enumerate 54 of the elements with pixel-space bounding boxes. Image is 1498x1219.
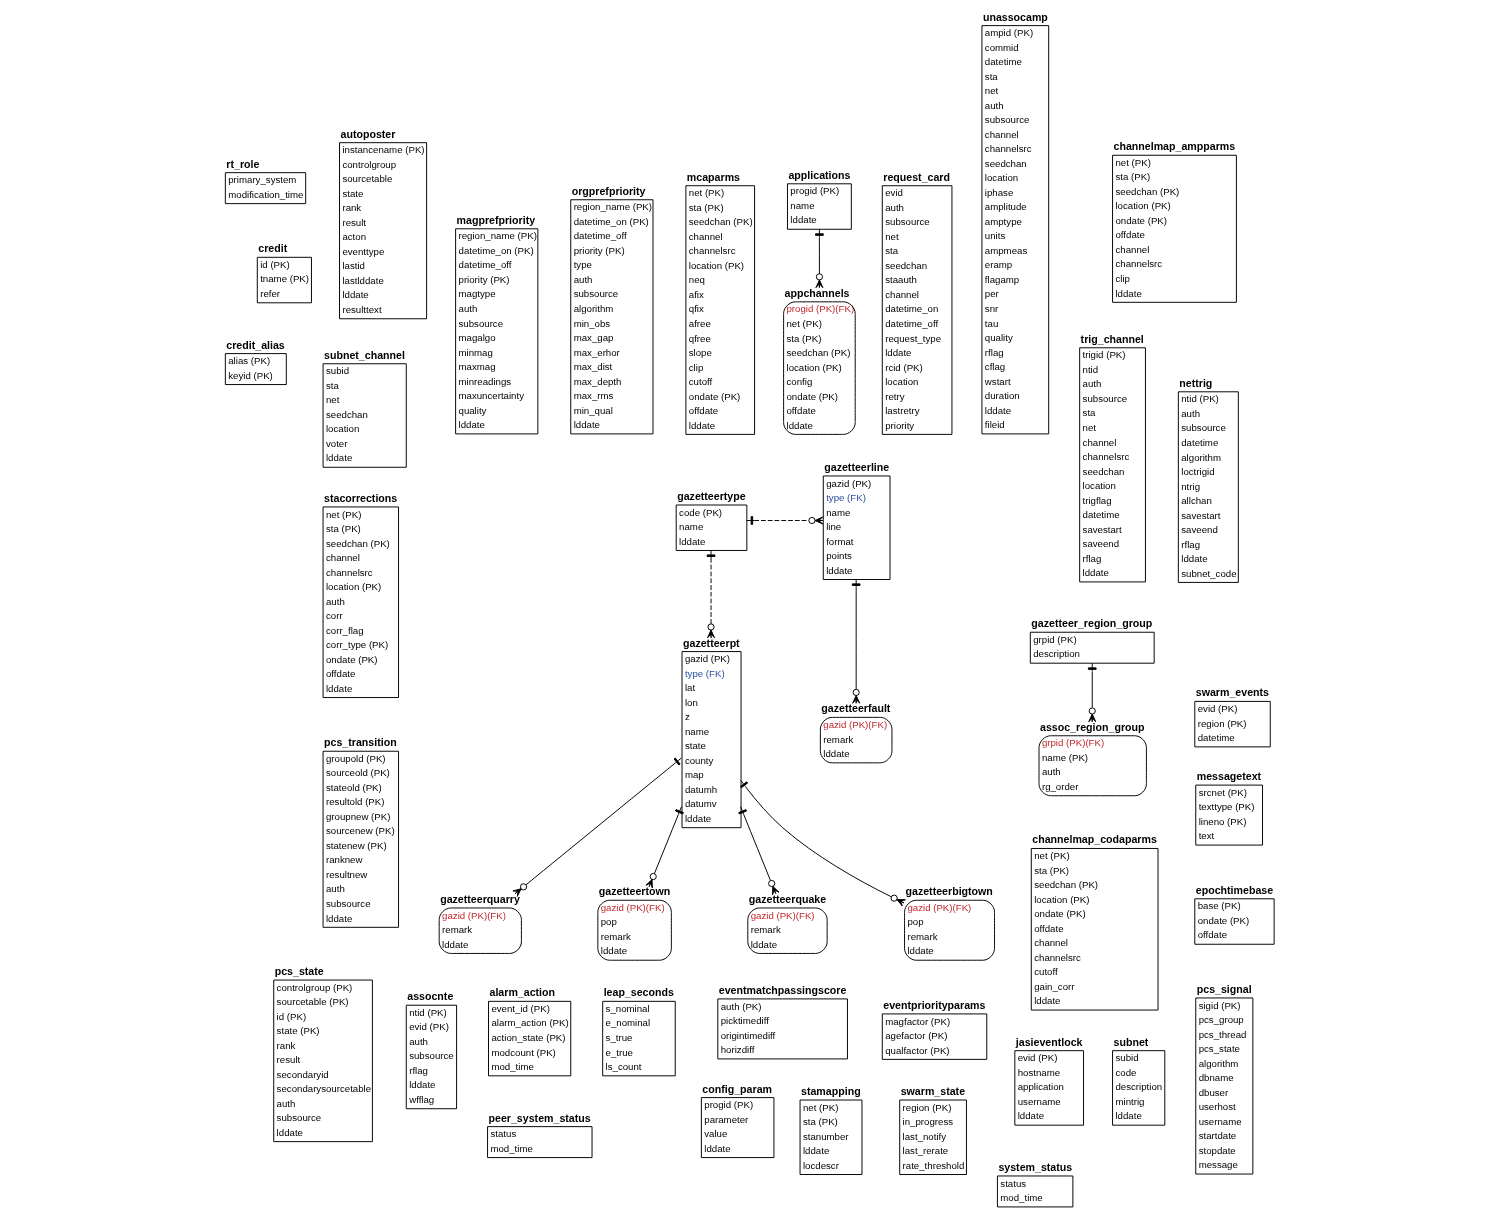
node-label: gazetteerfault [820, 702, 890, 715]
node-label: alarm_action [488, 986, 555, 999]
node-label: unassocamp [982, 10, 1048, 23]
connector [851, 578, 861, 704]
node-label: credit_alias [225, 338, 285, 351]
node-label: magprefpriority [456, 213, 535, 226]
node-label: config_param [701, 1082, 772, 1095]
connector [706, 549, 715, 639]
node-label: gazetteerline [823, 460, 889, 473]
node-label: pcs_transition [323, 736, 397, 749]
node-label: epochtimebase [1195, 883, 1273, 896]
node-label: gazetteerquarry [439, 892, 520, 905]
node-label: system_status [997, 1160, 1072, 1173]
node-label: gazetteerpt [682, 636, 740, 649]
node-label: gazetteerbigtown [905, 885, 993, 898]
node-label: stamapping [800, 1084, 861, 1097]
node-label: orgprefpriority [571, 184, 646, 197]
node-label: peer_system_status [488, 1111, 591, 1124]
node-label: gazetteerquake [748, 892, 826, 905]
node-label: swarm_events [1195, 686, 1269, 699]
node-label: gazetteertown [598, 885, 670, 898]
connector [511, 757, 682, 897]
node-label: trig_channel [1080, 332, 1144, 345]
node-label: mcaparms [686, 170, 740, 183]
node-label: autoposter [339, 127, 395, 140]
connector [814, 228, 824, 289]
node-label: applications [787, 168, 850, 181]
node-label: gazetteer_region_group [1030, 617, 1152, 630]
connector [737, 806, 779, 896]
node-label: messagetext [1196, 770, 1261, 783]
node-label: assocnte [406, 990, 453, 1003]
node-label: pcs_state [274, 965, 324, 978]
node-label: subnet [1113, 1035, 1148, 1048]
node-label: leap_seconds [603, 986, 674, 999]
connector [644, 806, 684, 889]
node-label: jasieventlock [1015, 1035, 1083, 1048]
node-label: subnet_channel [323, 348, 405, 361]
node-label: channelmap_codaparms [1031, 833, 1157, 846]
connector [739, 779, 906, 907]
node-label: appchannels [784, 286, 850, 299]
node-label: pcs_signal [1196, 982, 1252, 995]
node-label: rt_role [225, 157, 259, 170]
connector [1087, 662, 1097, 723]
node-label: request_card [882, 170, 950, 183]
node-label: credit [257, 242, 287, 255]
node-label: nettrig [1178, 376, 1212, 389]
node-label: swarm_state [900, 1084, 965, 1097]
node-label: eventmatchpassingscore [718, 983, 846, 996]
node-label: stacorrections [323, 491, 397, 504]
node-label: assoc_region_group [1039, 720, 1145, 733]
node-label: channelmap_ampparms [1113, 140, 1235, 153]
node-label: eventpriorityparams [882, 998, 985, 1011]
node-label: gazetteertype [676, 489, 746, 502]
connector [745, 516, 823, 525]
